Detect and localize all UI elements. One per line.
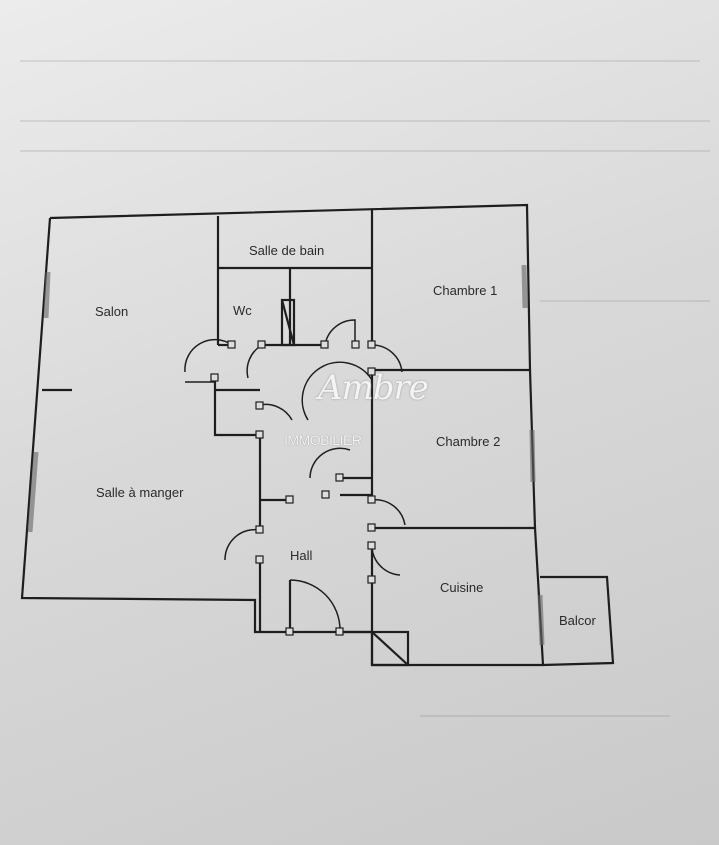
room-label-salon: Salon	[95, 304, 129, 319]
room-label-hall: Hall	[290, 548, 313, 563]
hinge	[367, 523, 376, 532]
wc-duct	[280, 298, 296, 347]
room-label-salle-de-bain: Salle de bain	[249, 243, 325, 258]
hinge	[285, 495, 294, 504]
hinge	[227, 340, 236, 349]
window	[537, 594, 545, 646]
door-swing	[371, 499, 406, 526]
window	[529, 429, 536, 483]
kitchen-duct	[370, 630, 410, 667]
wall	[213, 378, 260, 437]
room-label-wc: Wc	[233, 303, 252, 318]
door-swing	[309, 447, 351, 479]
balcony-wall	[540, 575, 615, 667]
door-swing	[324, 319, 356, 346]
hinge	[351, 340, 360, 349]
room-label-chambre-2: Chambre 2	[436, 434, 501, 449]
door-swing	[301, 361, 373, 421]
background-text-line	[420, 715, 670, 717]
hinge	[255, 555, 264, 564]
watermark-subtitle: IMMOBILIER	[284, 432, 362, 448]
door-swing	[259, 403, 293, 421]
watermark-logo: Ambre	[318, 368, 429, 408]
hinge	[285, 627, 294, 636]
room-label-chambre-1: Chambre 1	[433, 283, 498, 298]
background-text-line	[540, 300, 710, 302]
hinge	[367, 367, 376, 376]
hinge	[210, 373, 219, 382]
door-swing	[371, 344, 403, 373]
hinge	[255, 525, 264, 534]
hinge	[255, 401, 264, 410]
hinge	[255, 430, 264, 439]
wc-duct-diagonal	[280, 299, 296, 346]
window	[27, 451, 39, 533]
kitchen-duct-diagonal	[371, 631, 409, 666]
hinge	[320, 340, 329, 349]
door-swing	[184, 338, 233, 373]
background-text-line	[20, 120, 710, 122]
door-swing	[371, 547, 401, 576]
room-label-salle-a-manger: Salle à manger	[96, 485, 184, 500]
window	[43, 271, 51, 319]
room-label-balcon: Balcor	[559, 613, 596, 628]
door-swing	[224, 528, 261, 561]
room-label-cuisine: Cuisine	[440, 580, 484, 595]
hinge	[367, 575, 376, 584]
background-text-line	[20, 60, 700, 62]
hinge	[335, 627, 344, 636]
hinge	[367, 340, 376, 349]
hinge	[367, 495, 376, 504]
door-swing	[289, 579, 341, 631]
door-swing	[246, 344, 263, 379]
window	[521, 264, 528, 309]
background-text-line	[20, 150, 710, 152]
hinge	[335, 473, 344, 482]
hinge	[367, 541, 376, 550]
hinge	[257, 340, 266, 349]
hinge	[321, 490, 330, 499]
